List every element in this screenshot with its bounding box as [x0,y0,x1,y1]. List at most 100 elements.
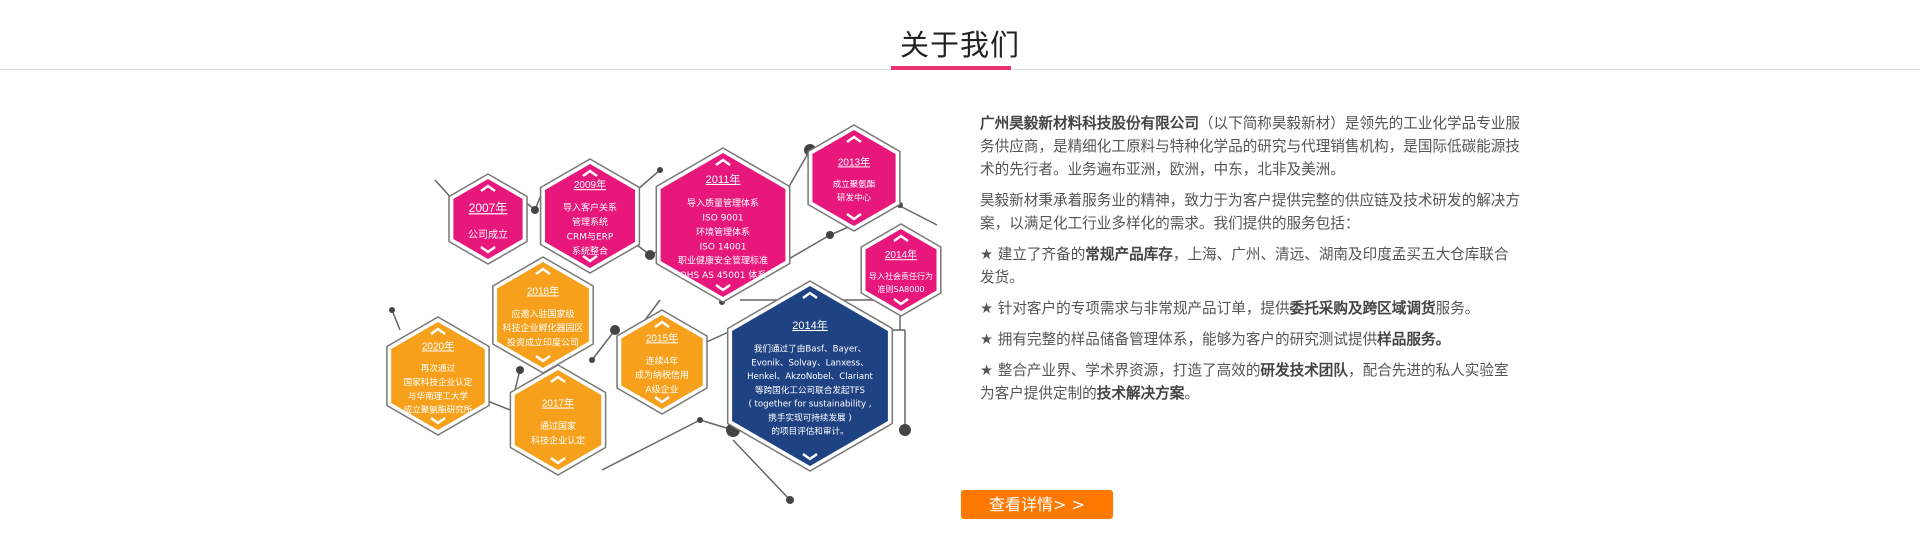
timeline-text: A级企业 [645,384,678,396]
text: ★ 建立了齐备的 [980,246,1086,263]
timeline-text: 通过国家 [540,420,576,432]
timeline-text: 再次通过 [421,362,456,374]
connector-dot [899,424,911,436]
timeline-year: 2020年 [422,339,454,352]
connector-line [786,234,831,261]
chevron-up-icon [846,135,862,144]
timeline-year: 2018年 [527,284,559,297]
chevron-down-icon [715,283,731,292]
highlight: 技术解决方案 [1096,385,1185,402]
timeline-year: 2009年 [574,178,606,191]
chevron-up-icon [535,267,551,276]
chevron-down-icon [535,354,551,363]
timeline-text: CRM与ERP [567,231,614,242]
chevron-down-icon [550,456,566,465]
timeline-text: 应邀入驻国家级 [511,308,574,320]
view-details-button[interactable]: 查看详情> > [961,490,1113,519]
connector-dot [657,167,663,173]
timeline-year: 2015年 [646,331,678,344]
timeline-text: ( together for sustainability , [748,400,871,410]
timeline-text: ISO 9001 [702,214,743,224]
timeline-text: 的项目评估和审计。 [771,425,848,437]
timeline-text: 科技企业孵化器园区 [502,322,583,334]
company-name: 广州昊毅新材料科技股份有限公司 [980,115,1199,132]
timeline-text: Henkel、AkzoNobel、Clariant [747,372,873,382]
timeline-text: 管理系统 [572,216,608,228]
timeline-text: 公司成立 [468,228,508,241]
timeline-text: 国家科技企业认定 [404,376,473,388]
timeline-text: 科技企业认定 [531,434,585,446]
timeline-year: 2017年 [542,397,574,410]
connector-line [591,329,616,361]
timeline-text: 成立聚氨酯研究所 [404,404,473,416]
chevron-down-icon [893,297,909,306]
timeline-text: 职业健康安全管理标准 [678,255,768,267]
chevron-up-icon [582,169,598,178]
connector-dot [389,307,395,313]
timeline-text: 导入社会责任行为 [869,271,933,281]
service-item: ★ 整合产业界、学术界资源，打造了高效的研发技术团队，配合先进的私人实验室为客户… [980,359,1520,405]
timeline-year: 2013年 [838,155,870,168]
connector-dot [645,250,655,260]
timeline-text: 我们通过了由Basf、Bayer、 [754,343,866,355]
connector-dot [531,206,539,214]
chevron-down-icon [582,254,598,263]
text: ★ 针对客户的专项需求与非常规产品订单，提供 [980,300,1290,317]
timeline-text: 投资成立印度公司 [507,337,579,349]
timeline-text: 系统整合 [572,245,608,257]
connector-dot [589,357,595,363]
timeline-text: 导入客户关系 [563,202,617,214]
hexagon-2007 [453,179,523,259]
service-item: ★ 建立了齐备的常规产品库存，上海、广州、清远、湖南及印度孟买五大仓库联合发货。 [980,243,1520,289]
intro-text: （以下简称昊毅新材）是领先的工业化学品专业服务供应商，是精细化工原料与特种化学品… [980,115,1520,178]
section-title: 关于我们 [899,28,1020,62]
hexagon-2020 [391,322,485,430]
highlight: 样品服务。 [1377,331,1451,348]
chevron-down-icon [480,245,496,254]
chevron-down-icon [846,212,862,221]
timeline-text: 准则SA8000 [877,284,924,294]
chevron-up-icon [893,234,909,243]
service-item: ★ 针对客户的专项需求与非常规产品订单，提供委托采购及跨区域调货服务。 [980,297,1520,320]
hexagon-2014a [865,229,937,311]
connector-line [601,419,701,471]
connector-line [897,204,938,226]
connector-line [732,439,791,501]
timeline-text: 成为纳税信用 [635,369,689,381]
about-intro: 广州昊毅新材料科技股份有限公司（以下简称昊毅新材）是领先的工业化学品专业服务供应… [980,112,1520,181]
text: 服务。 [1435,300,1480,317]
timeline-text: 与华南理工大学 [408,390,469,402]
hexagon-2013 [812,130,896,226]
chevron-up-icon [654,320,670,329]
timeline-text: ISO 14001 [700,242,747,252]
chevron-up-icon [715,158,731,167]
about-mission: 昊毅新材秉承着服务业的精神，致力于为客户提供完整的供应链及技术研发的解决方案，以… [980,192,1520,232]
chevron-down-icon [430,416,446,425]
connector-line [636,169,661,191]
connector-dot [826,231,834,239]
hexagon-2018 [497,262,589,368]
timeline-year: 2014年 [792,318,827,332]
chevron-up-icon [550,375,566,384]
timeline-text: 环境管理体系 [696,226,750,238]
connector-dot [610,325,620,335]
hexagon-2017 [514,370,602,470]
title-underline [891,66,1011,70]
connector-dot [697,417,703,423]
timeline-text: 研发中心 [837,193,872,204]
hexagon-2015 [621,315,703,409]
about-text: 广州昊毅新材料科技股份有限公司（以下简称昊毅新材）是领先的工业化学品专业服务供应… [980,112,1520,413]
text: ，配合先进的私人实验室为客户提供定制的 [980,362,1509,402]
highlight: 研发技术团队 [1260,362,1348,379]
hexagon-2011 [660,153,786,297]
text: ★ 拥有完整的样品储备管理体系，能够为客户的研究测试提供 [980,331,1378,348]
chevron-up-icon [802,291,818,300]
timeline-text: 等跨国化工公司联合发起TFS [755,384,865,396]
timeline-text: 连续4年 [646,355,679,367]
connector-line [391,309,401,331]
text: ★ 整合产业界、学术界资源，打造了高效的 [980,362,1261,379]
highlight: 委托采购及跨区域调货 [1289,300,1436,317]
connector-dot [516,366,524,374]
text: ，上海、广州、清远、湖南及印度孟买五大仓库联合发货。 [980,246,1509,286]
